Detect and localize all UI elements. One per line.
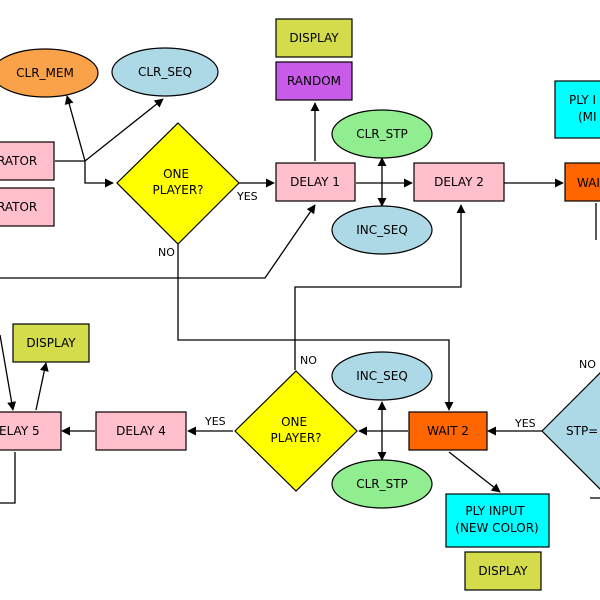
display-left-shape [12,323,90,363]
delay-5-label: ELAY 5 [0,424,40,438]
one-player-top-label: ONE PLAYER? [152,167,203,197]
generator-2-shape [0,187,55,227]
clr-seq-label: CLR_SEQ [138,65,192,79]
one-player-bottom-shape [234,370,358,492]
clr-mem-label: CLR_MEM [16,66,74,80]
generator-2-label: RATOR [0,200,37,214]
edge-label-no-bottom: NO [300,354,317,367]
node-labels: CLR_MEM CLR_SEQ DISPLAY RANDOM RATOR RAT… [0,31,600,578]
clr-stp-bottom-shape [331,459,433,509]
inc-seq-top-label: INC_SEQ [356,223,408,237]
connector-one-player-no-to-delay-2 [294,204,466,370]
connectors [0,95,600,504]
one-player-bottom-label: ONE PLAYER? [270,415,321,445]
one-player-top-shape [116,122,240,245]
clr-stp-top-shape [331,109,433,159]
delay-4-label: DELAY 4 [116,424,166,438]
connector-one-player-no-to-wait-2 [177,244,454,411]
generator-1-label: RATOR [0,154,37,168]
edge-label-no-stp: NO [579,358,596,371]
random-shape [275,61,353,101]
wait-2-shape [408,411,488,451]
display-bottom-shape [464,551,542,591]
clr-stp-top-label: CLR_STP [356,127,408,141]
wait-1-shape [564,162,600,202]
edge-label-yes-top: YES [236,190,258,203]
stp-decision-label: STP= [566,424,598,438]
display-top-label: DISPLAY [289,31,339,45]
display-left-label: DISPLAY [26,336,76,350]
connector-to-clr-mem [64,95,86,162]
connector-wait-2-to-ply-input [448,451,501,493]
generator-1-shape [0,141,55,181]
connector-delay-5-to-display [35,362,49,411]
delay-2-shape [413,162,505,202]
edge-label-no-top: NO [158,246,175,259]
clr-seq-shape [111,47,219,97]
edge-labels: YES NO NO YES YES NO [158,190,596,430]
ply-input-top-label: PLY I (MI [569,93,600,124]
delay-5-shape [0,411,62,451]
ply-input-bottom-label: PLY INPUT (NEW COLOR) [455,504,538,535]
wait-1-label: WAI [577,176,600,190]
clr-mem-shape [0,48,99,98]
inc-seq-bottom-label: INC_SEQ [356,369,408,383]
delay-1-label: DELAY 1 [290,175,340,189]
connector-to-clr-seq [84,98,164,162]
connector-generator-to-one-player [55,160,114,188]
clr-stp-bottom-label: CLR_STP [356,477,408,491]
random-label: RANDOM [287,74,341,88]
wait-2-label: WAIT 2 [427,424,469,438]
inc-seq-top-shape [331,205,433,255]
delay-4-shape [95,411,187,451]
inc-seq-bottom-shape [331,351,433,401]
display-top-shape [275,18,353,58]
edge-label-yes-stp: YES [514,417,536,430]
edge-label-yes-bottom: YES [204,415,226,428]
connector-to-delay-1-bottom [0,204,316,279]
display-bottom-label: DISPLAY [478,564,528,578]
nodes [0,18,600,591]
ply-input-bottom-shape [445,493,550,548]
connector-left-edge-to-delay-5 [0,334,17,411]
stp-decision-shape [541,372,600,490]
connector-delay-5-to-left-edge [0,452,16,504]
delay-2-label: DELAY 2 [434,175,484,189]
delay-1-shape [275,162,356,202]
ply-input-top-shape [554,80,600,139]
